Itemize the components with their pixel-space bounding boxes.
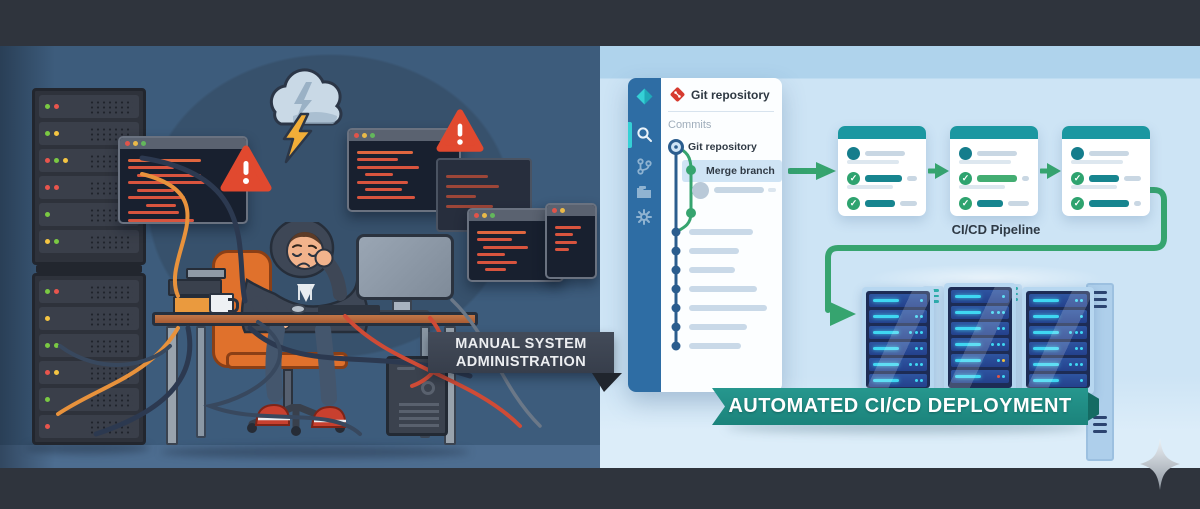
commits-section-label: Commits (668, 119, 712, 131)
flow-arrow-icon (928, 163, 949, 179)
stage-dot-icon (959, 146, 972, 160)
mouse (290, 304, 306, 314)
error-terminal-window-4 (545, 203, 597, 279)
placeholder-bar (714, 187, 764, 193)
top-frame (0, 0, 1200, 46)
terminal-error-lines (469, 221, 562, 280)
files-icon[interactable] (636, 185, 652, 199)
active-nav-indicator (628, 122, 632, 148)
card-header (1062, 126, 1150, 139)
check-icon: ✓ (1071, 196, 1084, 210)
sparkle-logo-icon (1140, 438, 1180, 490)
coffee-mug (209, 293, 239, 314)
automated-cicd-banner: AUTOMATED CI/CD DEPLOYMENT (712, 388, 1088, 425)
deploy-connector-arrow (825, 187, 1167, 326)
placeholder-bar (768, 188, 776, 192)
commit-placeholder-row[interactable] (689, 286, 757, 292)
commit-placeholder-row[interactable] (689, 248, 739, 254)
banner-line-2: ADMINISTRATION (455, 354, 587, 370)
desk-leg (196, 326, 206, 438)
storm-cloud-icon (269, 68, 343, 126)
terminal-titlebar (547, 205, 595, 216)
deployed-server-rack-1 (862, 287, 934, 394)
check-icon: ✓ (847, 196, 860, 210)
pipeline-stage-card-2: ✓ ✓ (950, 126, 1038, 216)
terminal-error-lines (547, 216, 595, 261)
commit-placeholder-row[interactable] (689, 305, 767, 311)
check-icon: ✓ (959, 196, 972, 210)
commit-placeholder-row[interactable] (689, 267, 735, 273)
terminal-titlebar (469, 210, 562, 221)
commit-row-head[interactable]: Git repository (688, 141, 757, 153)
commit-placeholder-row[interactable] (689, 229, 753, 235)
banner-line-1: MANUAL SYSTEM (455, 336, 587, 352)
warning-icon (220, 145, 272, 192)
terminal-error-lines (349, 141, 459, 208)
check-icon: ✓ (959, 171, 972, 185)
desk-shadow (160, 446, 470, 458)
commit-placeholder-row[interactable] (689, 343, 741, 349)
deployed-server-rack-3 (1022, 287, 1094, 394)
card-header (838, 126, 926, 139)
check-icon: ✓ (1071, 171, 1084, 185)
stage-dot-icon (1071, 146, 1084, 160)
keyboard (318, 305, 380, 314)
bottom-frame (0, 468, 1200, 509)
git-panel-title: Git repository (691, 88, 770, 102)
commit-placeholder-row[interactable] (689, 324, 747, 330)
flow-arrow-icon (1040, 163, 1061, 179)
git-branch-icon[interactable] (637, 158, 652, 175)
merge-branch-row-highlight (682, 160, 782, 182)
divider (668, 111, 774, 112)
desk-leg (166, 326, 178, 445)
manual-admin-scene (0, 46, 600, 468)
deployed-server-rack-2 (944, 283, 1016, 394)
search-icon[interactable] (636, 126, 653, 143)
settings-gear-icon[interactable] (636, 209, 652, 225)
warning-icon (436, 109, 484, 152)
terminal-titlebar (349, 130, 459, 141)
banner-fold (1086, 391, 1099, 422)
storage-box (186, 268, 226, 279)
desk-top (152, 312, 478, 326)
git-repository-panel: Git repository Commits Git repository Me… (628, 78, 782, 392)
check-icon: ✓ (847, 171, 860, 185)
commit-row-merge[interactable]: Merge branch (706, 165, 775, 177)
pipeline-stage-card-1: ✓ ✓ (838, 126, 926, 216)
lightning-icon (282, 112, 313, 164)
pipeline-label: CI/CD Pipeline (951, 222, 1041, 237)
terminal-titlebar (120, 138, 246, 149)
stage-dot-icon (847, 146, 860, 160)
rack-base (36, 265, 142, 273)
git-panel-sidebar (628, 78, 661, 392)
avatar (692, 182, 709, 199)
pipeline-stage-card-3: ✓ ✓ (1062, 126, 1150, 216)
app-diamond-logo-icon (636, 88, 653, 105)
rack-shadow (25, 442, 150, 454)
card-header (950, 126, 1038, 139)
monitor-back (356, 234, 454, 300)
flow-arrow-icon (788, 162, 836, 180)
server-rack-bottom (32, 273, 146, 445)
git-logo-icon (670, 87, 685, 102)
commit-graph (668, 139, 696, 351)
manual-admin-banner: MANUAL SYSTEM ADMINISTRATION (428, 332, 614, 373)
